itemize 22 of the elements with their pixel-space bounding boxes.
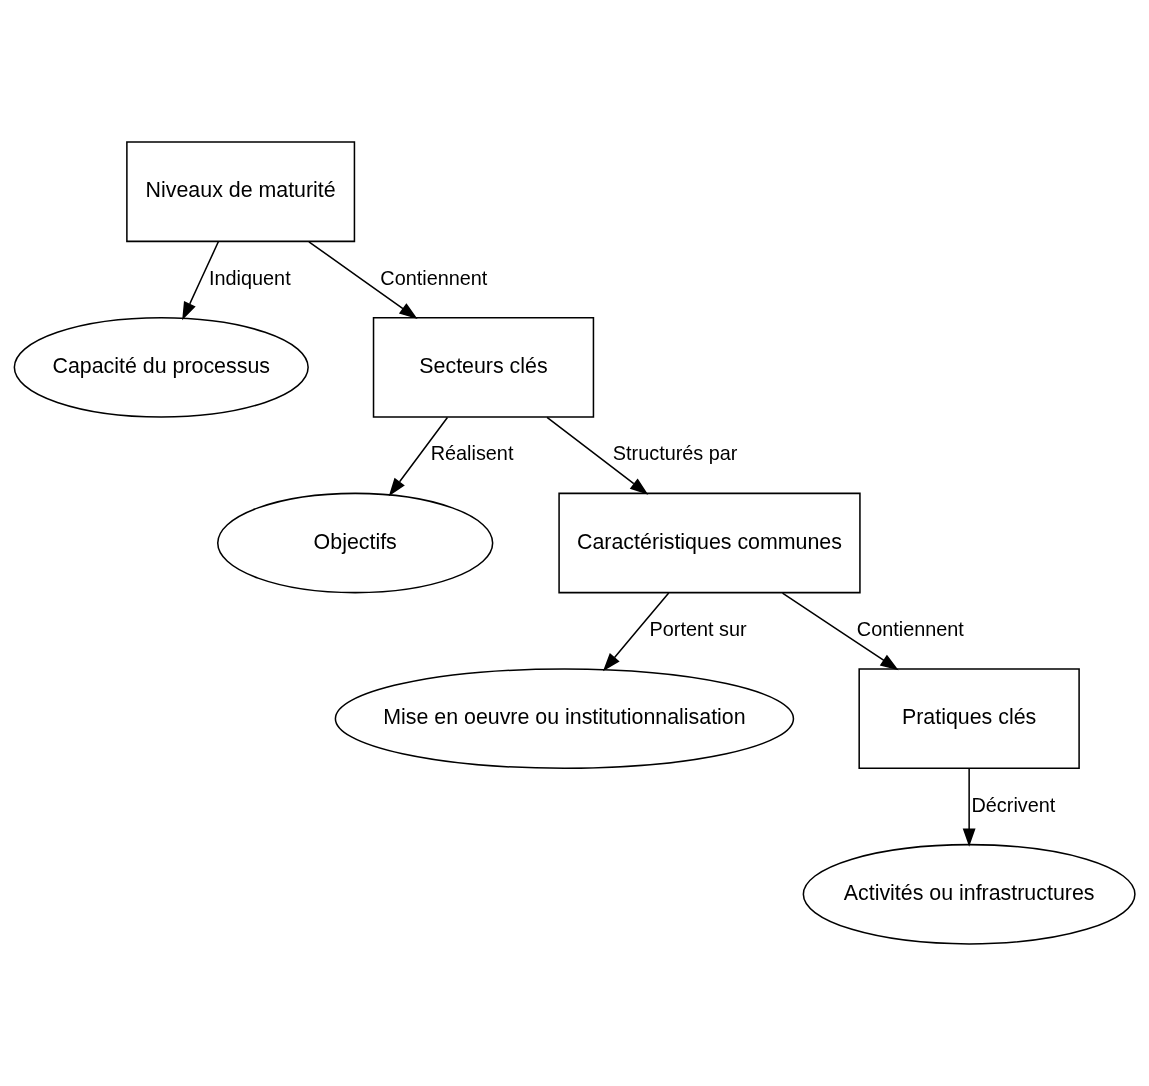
arrow [388, 416, 449, 497]
edge-label: Structurés par [612, 442, 738, 465]
edge-label: Indiquent [209, 266, 291, 289]
edge-label: Contiennent [856, 618, 964, 641]
node-ellipse: Objectifs [217, 492, 494, 594]
edge-label: Décrivent [971, 793, 1056, 816]
arrow [962, 767, 976, 847]
arrow [546, 416, 649, 495]
arrow [602, 592, 670, 672]
node-box: Caractéristiques communes [558, 492, 861, 594]
arrow [781, 592, 899, 671]
node-ellipse: Mise en oeuvre ou institutionnalisation [334, 668, 795, 770]
node-box: Pratiques clés [858, 668, 1080, 770]
node-ellipse: Activités ou infrastructures [802, 843, 1136, 945]
edge-label: Contiennent [380, 266, 488, 289]
node-ellipse: Capacité du processus [13, 316, 309, 418]
edge-label: Portent sur [649, 618, 747, 641]
arrow [308, 241, 418, 320]
arrow [182, 241, 220, 321]
edge-label: Réalisent [430, 442, 514, 465]
node-box: Niveaux de maturité [126, 141, 356, 243]
node-box: Secteurs clés [372, 316, 595, 418]
